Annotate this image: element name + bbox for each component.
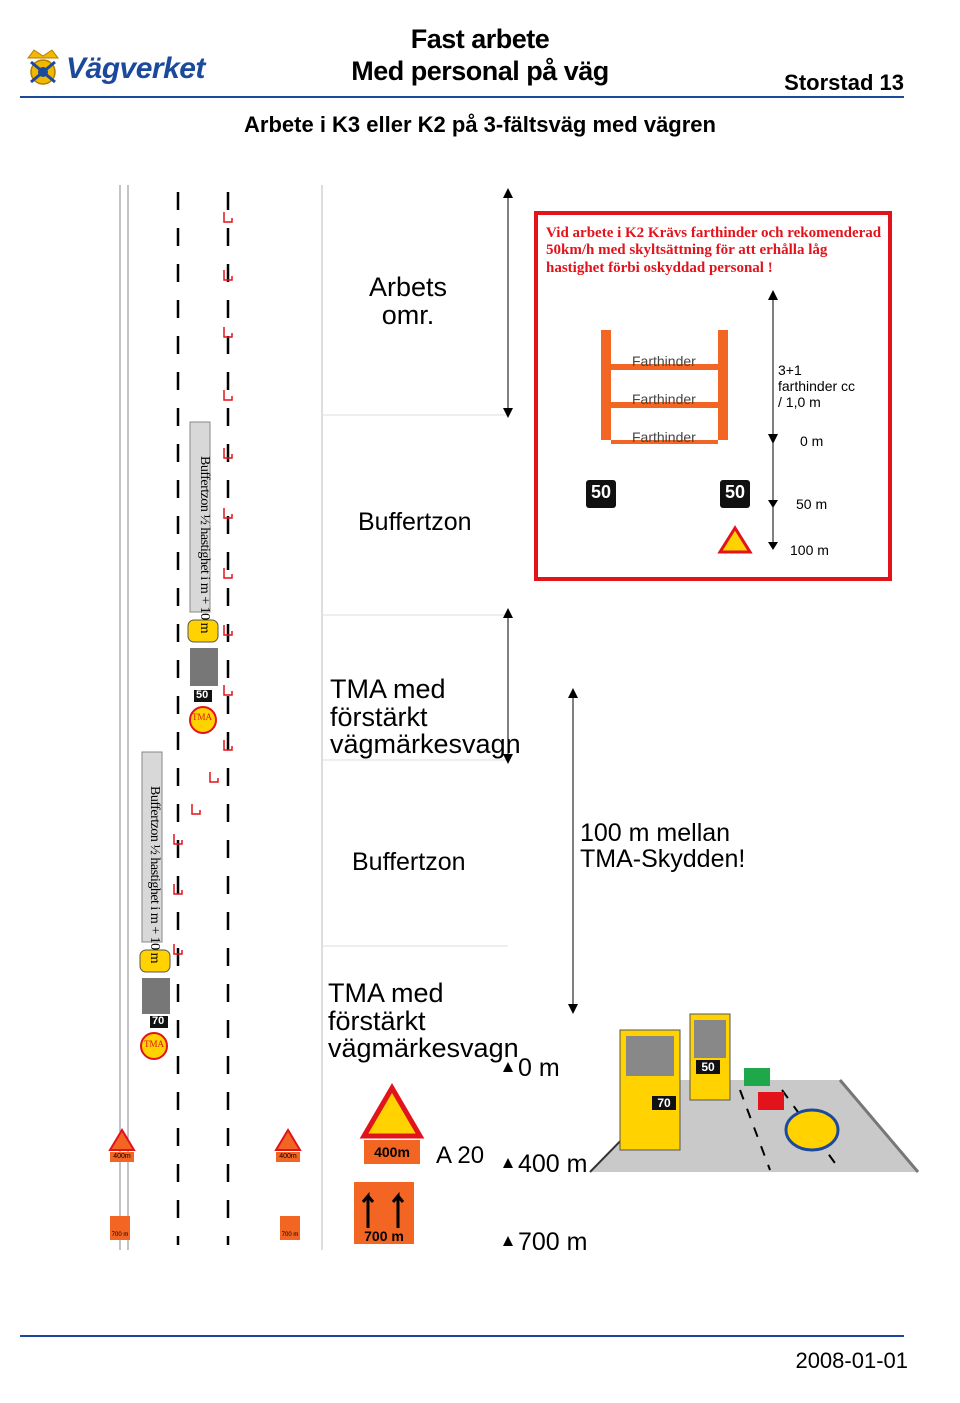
dist-0m-main: 0 m <box>518 1054 560 1082</box>
a20-sign <box>359 1083 425 1164</box>
tma-truck-1 <box>187 619 219 734</box>
tma1-speed: 50 <box>196 689 209 701</box>
tma-truck-2 <box>139 949 171 1060</box>
farthinder-label-1: Farthinder <box>632 353 696 369</box>
page-title: Fast arbete <box>410 24 550 54</box>
speed-sign-left-text: 50 <box>590 482 612 502</box>
small-plate-400-left: 400m <box>113 1153 131 1160</box>
page-label: Storstad 13 <box>784 70 904 95</box>
buffer-rule-label-1: Buffertzon ½ hastighet i m + 10 m <box>197 456 212 633</box>
farthinder-posts <box>601 330 728 444</box>
small-sign-left <box>108 1128 136 1240</box>
dist-0m: 0 m <box>800 433 824 449</box>
logo-text: Vägverket <box>66 52 205 85</box>
persp-speed-70: 70 <box>652 1096 676 1110</box>
speed-sign-right <box>720 480 750 508</box>
crown-emblem-icon <box>27 49 59 85</box>
k2-note: Vid arbete i K2 Krävs farthinder och rek… <box>546 225 882 276</box>
small-plate-700-left: 700 m <box>111 1232 129 1238</box>
dist-700m: 700 m <box>518 1228 588 1256</box>
small-plate-400-right: 400m <box>279 1153 297 1160</box>
page-subtitle: Arbete i K3 eller K2 på 3-fältsväg med v… <box>244 112 716 137</box>
farthinder-spacing: 3+1 farthinder cc / 1,0 m <box>778 362 856 411</box>
zone-buffer-2: Buffertzon <box>352 848 466 876</box>
farthinder-label-3: Farthinder <box>632 429 696 445</box>
vagverket-logo <box>20 44 66 90</box>
dist-100m: 100 m <box>790 542 829 558</box>
footer-date: 2008-01-01 <box>795 1348 908 1373</box>
plate-400m: 400m <box>374 1144 410 1160</box>
zone-work-area: Arbets omr. <box>368 272 448 330</box>
dist-50m: 50 m <box>796 496 828 512</box>
zone-tma-1: TMA med förstärkt vägmärkesvagn <box>330 674 521 760</box>
speed-sign-left <box>586 480 616 508</box>
footer-divider <box>20 1335 904 1337</box>
small-sign-right <box>274 1128 302 1240</box>
plate-700m: 700 m <box>364 1228 404 1244</box>
lane-arrow-sign <box>354 1182 414 1244</box>
zone-buffer-1: Buffertzon <box>358 508 472 536</box>
tma2-speed: 70 <box>152 1015 165 1027</box>
farthinder-label-2: Farthinder <box>632 391 696 407</box>
tma-spacing-note: 100 m mellan TMA-Skydden! <box>580 819 746 874</box>
tma-label-2: TMA <box>144 1039 164 1049</box>
k2-info-box <box>534 211 892 581</box>
buffer-rule-label-2: Buffertzon ½ hastighet i m + 10 m <box>147 786 162 963</box>
a20-label: A 20 <box>436 1142 485 1169</box>
persp-speed-50: 50 <box>696 1060 720 1074</box>
small-plate-700-right: 700 m <box>281 1232 299 1238</box>
speed-sign-right-text: 50 <box>724 482 746 502</box>
page-title-line2: Med personal på väg <box>351 56 609 86</box>
bump-warning-sign <box>717 525 753 554</box>
dist-400m: 400 m <box>518 1150 588 1178</box>
header-divider <box>20 96 904 98</box>
perspective-road <box>589 1013 920 1173</box>
tma-label-1: TMA <box>192 712 212 722</box>
zone-tma-2: TMA med förstärkt vägmärkesvagn <box>328 978 519 1064</box>
